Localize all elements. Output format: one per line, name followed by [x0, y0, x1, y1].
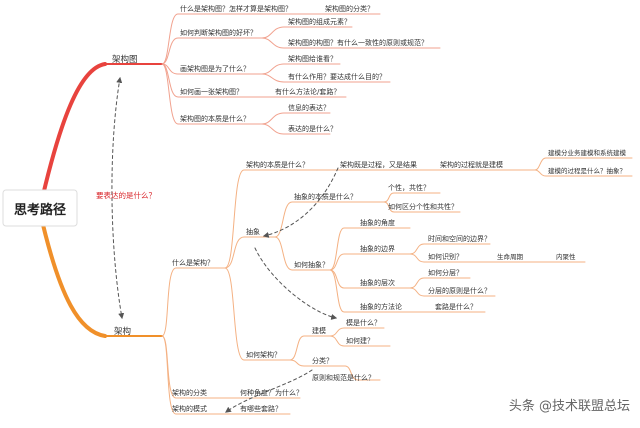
ad-item-3-child-1[interactable]: 架构图给谁看？	[288, 54, 337, 63]
ad-item-1[interactable]: 什么是架构图？怎样才算是架构图？	[180, 4, 292, 13]
root-node[interactable]: 思考路径	[2, 189, 78, 227]
architecture-diagram-label[interactable]: 架构图	[112, 54, 138, 65]
modeling-child-1[interactable]: 模是什么？	[346, 318, 381, 327]
abstraction-boundary[interactable]: 抽象的边界	[360, 244, 395, 253]
essence-process[interactable]: 架构的过程就是建模	[440, 160, 503, 169]
abstraction-layers[interactable]: 抽象的层次	[360, 278, 395, 287]
classify-child-1[interactable]: 原则和规范是什么？	[312, 373, 375, 382]
architecture-classification[interactable]: 架构的分类	[172, 388, 207, 397]
classification-child[interactable]: 何种角度？为什么？	[240, 388, 303, 397]
layers-child-1[interactable]: 如何分层？	[428, 268, 463, 277]
abstraction-modeling-dashed-line	[262, 167, 339, 238]
how-classify[interactable]: 分类？	[312, 356, 333, 365]
how-architect[interactable]: 如何架构？	[246, 350, 281, 359]
abstraction-method[interactable]: 抽象的方法论	[360, 302, 402, 311]
pattern-child[interactable]: 有哪些套路？	[240, 404, 282, 413]
relation-label: 要表达的是什么？	[96, 190, 156, 200]
how-modeling[interactable]: 建模	[312, 326, 326, 335]
abstraction-essence-child-1[interactable]: 个性，共性？	[388, 183, 430, 192]
layers-child-2[interactable]: 分层的原则是什么？	[428, 286, 491, 295]
ad-item-2-child-1[interactable]: 架构图的组成元素？	[288, 17, 351, 26]
identify-cohesion[interactable]: 内聚性	[556, 252, 576, 261]
ad-item-3-child-2[interactable]: 有什么作用？要达成什么目的？	[288, 72, 386, 81]
modeling-1[interactable]: 建模分业务建模和系统建模	[548, 148, 627, 157]
ad-item-5-child-1[interactable]: 信息的表达？	[288, 103, 330, 112]
ad-item-5-child-2[interactable]: 表达的是什么？	[288, 124, 337, 133]
connectors	[38, 13, 633, 415]
method-child-1[interactable]: 套路是什么？	[435, 302, 477, 311]
abstraction-how-dashed-line	[254, 247, 338, 320]
modeling-child-2[interactable]: 如何建？	[346, 336, 374, 345]
watermark: 头条 @技术联盟总坛	[509, 398, 630, 414]
abstraction[interactable]: 抽象	[246, 227, 260, 236]
architecture-label[interactable]: 架构	[114, 326, 131, 337]
abstraction-essence[interactable]: 抽象的本质是什么？	[294, 192, 357, 201]
classify-pattern-dashed-line	[225, 369, 313, 413]
ad-item-5[interactable]: 架构图的本质是什么？	[180, 114, 250, 123]
architecture-pattern[interactable]: 架构的模式	[172, 404, 207, 413]
boundary-child-2[interactable]: 如何识别？	[428, 252, 463, 261]
how-abstract[interactable]: 如何抽象？	[294, 260, 329, 269]
abstraction-angle[interactable]: 抽象的角度	[360, 218, 395, 227]
identify-lifecycle[interactable]: 生命周期	[497, 252, 524, 261]
abstraction-essence-child-2[interactable]: 如何区分个性和共性？	[388, 202, 458, 211]
essence-answer[interactable]: 架构既是过程，又是结果	[340, 160, 417, 169]
root-to-architecture-diagram-line	[38, 62, 107, 210]
modeling-2[interactable]: 建模的过程是什么？抽象？	[548, 166, 626, 175]
ad-item-2[interactable]: 如何判断架构图的好坏？	[180, 28, 257, 37]
relation-dashed-line	[111, 76, 125, 320]
ad-item-4[interactable]: 如何画一张架构图？	[180, 87, 243, 96]
ad-item-2-child-2[interactable]: 架构图的构图？有什么一致性的原则或规范？	[288, 38, 428, 47]
ad-item-3[interactable]: 画架构图是为了什么？	[180, 64, 250, 73]
root-to-architecture-line	[38, 210, 107, 338]
ad-item-4-child-1[interactable]: 有什么方法论/套路？	[275, 87, 340, 96]
root-label: 思考路径	[14, 202, 66, 218]
architecture-essence[interactable]: 架构的本质是什么？	[246, 160, 309, 169]
ad-item-1-child-1[interactable]: 架构图的分类？	[325, 4, 374, 13]
what-is-architecture[interactable]: 什么是架构？	[172, 258, 214, 267]
boundary-child-1[interactable]: 时间和空间的边界？	[428, 234, 491, 243]
